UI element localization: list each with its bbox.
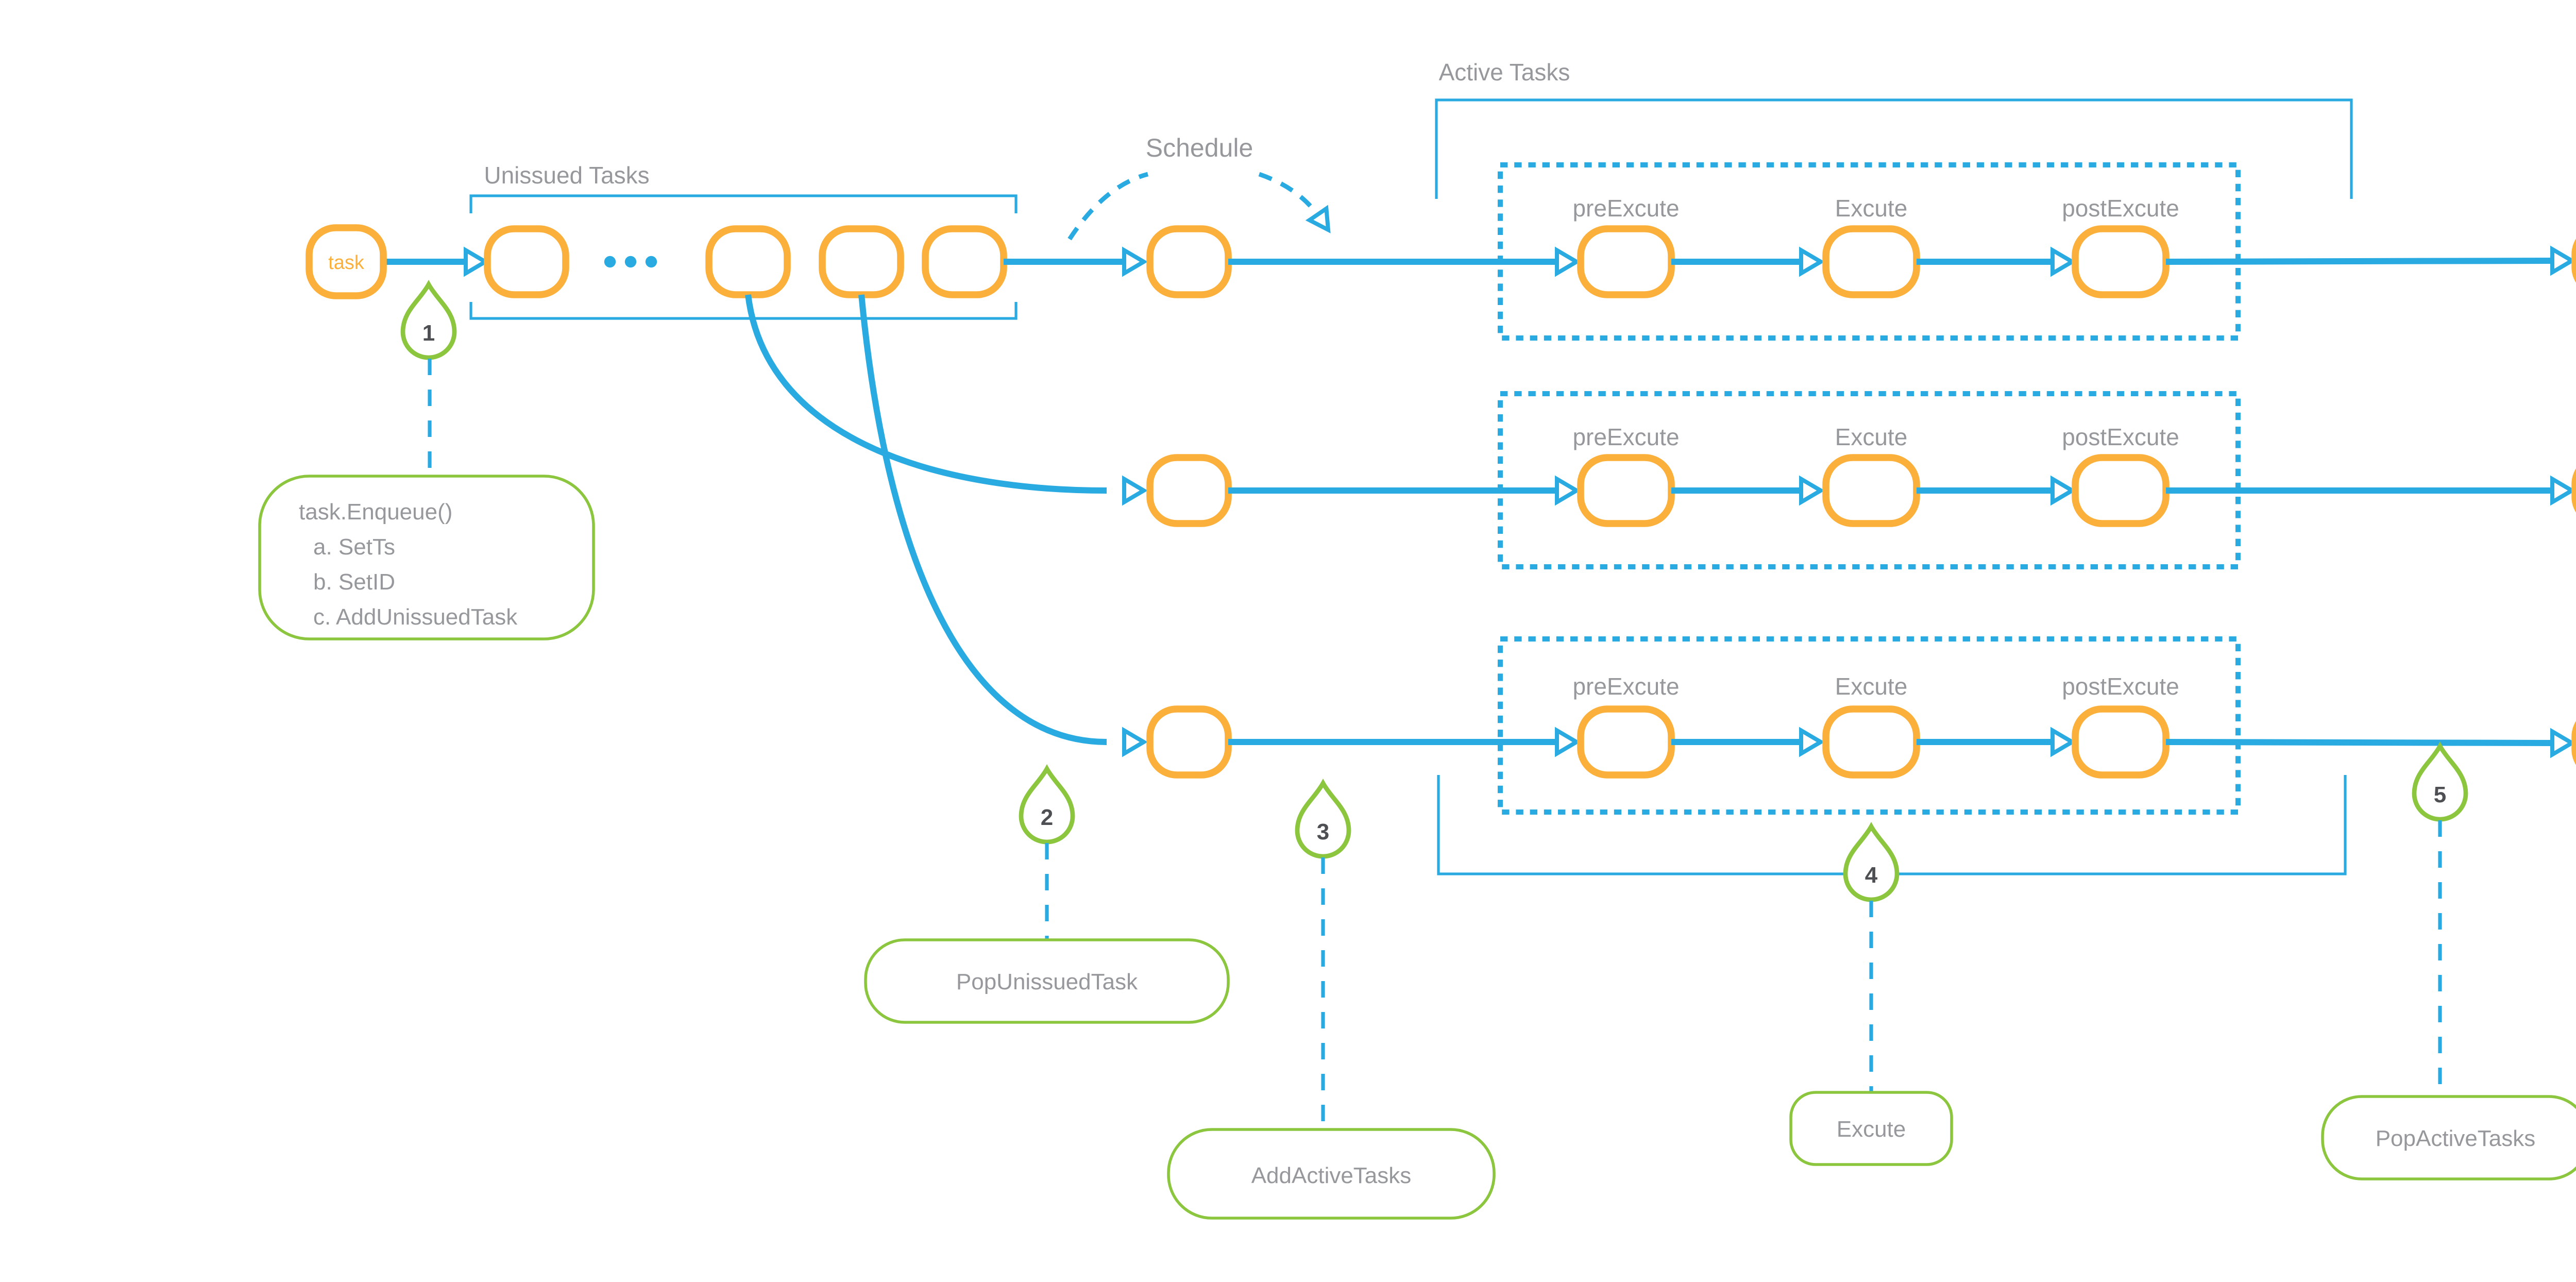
schedule-node-row2 (1146, 454, 1232, 527)
arrowhead-icon (1799, 475, 1825, 506)
callout-line-3: b. SetID (313, 569, 395, 595)
pre-execute-label-row1: preExcute (1572, 195, 1679, 222)
execute-node-row1 (1822, 225, 1920, 298)
exec-dotted-box-row1 (1498, 162, 2241, 341)
queue-ellipsis-dots-icon (604, 256, 657, 268)
execute-node-row2 (1822, 454, 1920, 527)
arrowhead-icon (1122, 475, 1148, 506)
callout-pop-active-tasks: PopActiveTasks (2321, 1095, 2576, 1180)
execute-label-row2: Excute (1835, 424, 1908, 450)
callout-line-2: a. SetTs (313, 534, 395, 560)
schedule-arc-arrowhead-icon (1305, 205, 1331, 233)
pin-teardrop-icon (400, 280, 457, 360)
execute-label-row1: Excute (1835, 195, 1908, 222)
active-tasks-label: Active Tasks (1439, 59, 1570, 86)
schedule-node-row3 (1146, 705, 1232, 779)
pre-execute-label-row3: preExcute (1572, 673, 1679, 700)
active-tasks-bracket-top (1435, 98, 2353, 199)
end-node-row3 (2571, 721, 2576, 765)
arrowhead-icon (464, 246, 489, 277)
pin-number: 1 (422, 320, 435, 346)
post-execute-node-row3 (2072, 705, 2170, 779)
pin-teardrop-icon (1019, 764, 1075, 845)
callout-label: AddActiveTasks (1251, 1163, 1412, 1188)
flow-curve-queue-to-row3 (858, 294, 1107, 745)
post-execute-label-row2: postExcute (2062, 424, 2179, 450)
pin-teardrop-icon (1295, 779, 1351, 859)
arrowhead-icon (1122, 727, 1148, 757)
task-node (306, 224, 387, 299)
callout-label: PopUnissuedTask (956, 969, 1138, 994)
arrowhead-icon (2550, 475, 2576, 506)
pin-marker-1: 1 (400, 280, 457, 360)
exec-dotted-box-row2 (1498, 391, 2241, 569)
arrowhead-icon (1122, 246, 1148, 277)
queue-node-2 (705, 225, 791, 298)
pin-marker-3: 3 (1295, 779, 1351, 859)
execute-label-row3: Excute (1835, 673, 1908, 700)
arrowhead-icon (1555, 727, 1581, 757)
arrowhead-icon (2550, 728, 2576, 758)
schedule-arc-left (1067, 172, 1149, 241)
arrowhead-icon (2050, 475, 2076, 506)
callout-pop-unissued-task: PopUnissuedTask (864, 938, 1230, 1024)
arrowhead-icon (2050, 727, 2076, 757)
pre-execute-node-row2 (1577, 454, 1675, 527)
pin-number: 5 (2434, 782, 2446, 807)
worker-row-1: preExcute Excute postExcute (1146, 162, 2576, 341)
flow-curve-queue-to-row2 (745, 294, 1107, 494)
schedule-label: Schedule (1146, 133, 1253, 162)
pin-number: 4 (1865, 863, 1878, 888)
callout-line-1: task.Enqueue() (299, 499, 452, 525)
pin-marker-5: 5 (2412, 741, 2468, 822)
arrowhead-icon (2550, 245, 2576, 276)
flow-arrow (2165, 258, 2553, 265)
callout-label: PopActiveTasks (2376, 1126, 2536, 1151)
arrowhead-icon (1799, 727, 1825, 757)
callout-line-4: c. AddUnissuedTask (313, 604, 518, 630)
callout-task-enqueue: task.Enqueue() a. SetTs b. SetID c. AddU… (258, 475, 595, 640)
schedule-arc-right (1258, 172, 1321, 218)
queue-node-1 (484, 225, 569, 298)
post-execute-node-row2 (2072, 454, 2170, 527)
schedule-node-row1 (1146, 225, 1232, 298)
pin-marker-2: 2 (1019, 764, 1075, 845)
pin-number: 3 (1317, 819, 1329, 845)
unissued-tasks-label: Unissued Tasks (484, 162, 649, 189)
queue-node-3 (819, 225, 904, 298)
pre-execute-node-row1 (1577, 225, 1675, 298)
callout-execute: Excute (1789, 1091, 1953, 1166)
arrowhead-icon (2050, 246, 2076, 277)
post-execute-node-row1 (2072, 225, 2170, 298)
queue-node-4 (922, 225, 1007, 298)
worker-row-2: preExcute Excute postExcute (1146, 391, 2576, 569)
end-node-row1 (2571, 239, 2576, 283)
callout-add-active-tasks: AddActiveTasks (1167, 1128, 1496, 1220)
callout-label: Excute (1837, 1117, 1906, 1142)
unissued-tasks-bracket-bottom (469, 302, 1018, 320)
worker-row-3: preExcute Excute postExcute (1146, 636, 2576, 815)
post-execute-label-row3: postExcute (2062, 673, 2179, 700)
arrowhead-icon (1555, 246, 1581, 277)
exec-dotted-box-row3 (1498, 636, 2241, 815)
pre-execute-label-row2: preExcute (1572, 424, 1679, 450)
execute-node-row3 (1822, 705, 1920, 779)
pre-execute-node-row3 (1577, 705, 1675, 779)
pin-teardrop-icon (2412, 741, 2468, 822)
pin-marker-4: 4 (1843, 822, 1900, 902)
flow-arrow (2165, 739, 2553, 746)
pin-number: 2 (1041, 805, 1053, 830)
end-node-row2 (2571, 468, 2576, 513)
unissued-tasks-bracket-top (469, 194, 1018, 213)
arrowhead-icon (1799, 246, 1825, 277)
pin-teardrop-icon (1843, 822, 1900, 902)
arrowhead-icon (1555, 475, 1581, 506)
post-execute-label-row1: postExcute (2062, 195, 2179, 222)
task-node-label: task (328, 252, 365, 274)
